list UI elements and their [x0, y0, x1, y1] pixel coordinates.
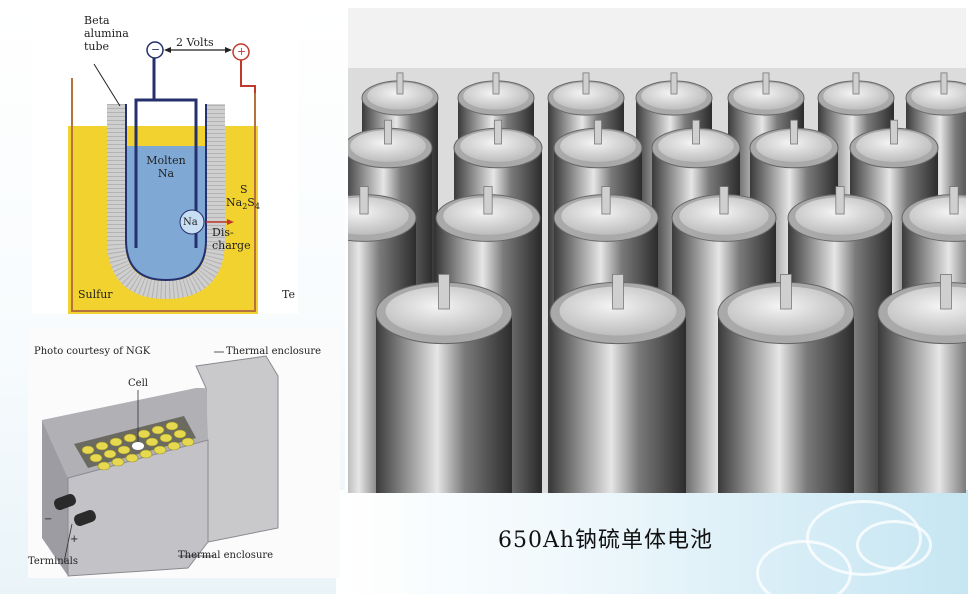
- cell-terminal-tab: [384, 119, 392, 145]
- cell-cap: [733, 82, 799, 110]
- battery-cells-graphic: [348, 8, 966, 493]
- cell-cap: [559, 286, 677, 336]
- cell-terminal-tab: [940, 72, 948, 95]
- tube-pointer: [93, 63, 121, 107]
- module-front: [67, 439, 209, 577]
- cell-diagram-graphic: [68, 41, 258, 314]
- cell-terminal-tab: [835, 186, 845, 215]
- cell-cap: [460, 130, 536, 162]
- cell-terminal-tab: [492, 72, 500, 95]
- tube-label: Beta alumina tube: [84, 14, 129, 53]
- cell-cap: [561, 197, 651, 235]
- plus-sign: +: [70, 534, 79, 545]
- cell-terminal-tab: [438, 273, 450, 310]
- thermal-enclosure-bottom-label: Thermal enclosure: [178, 550, 274, 561]
- cell-cap: [385, 286, 503, 336]
- sodium-vessel: [125, 104, 207, 282]
- cell-cap: [756, 130, 832, 162]
- battery-cells-photo: [348, 8, 966, 493]
- thermal-enclosure-top-label: Thermal enclosure: [226, 346, 322, 357]
- cell-terminal-tab: [692, 119, 700, 145]
- molten-sodium-label: Molten Na: [146, 154, 186, 180]
- decor-swirl: [856, 520, 932, 570]
- arrow-head-right-icon: [225, 47, 232, 53]
- cell-terminal-tab: [762, 72, 770, 95]
- sulfur-species-label: S Na2S4: [226, 183, 260, 212]
- cell-terminal-tab: [612, 273, 624, 310]
- discharge-label: Dis- charge: [212, 226, 251, 252]
- caption-background: [336, 490, 968, 606]
- cell-terminal-tab: [852, 72, 860, 95]
- positive-lead: [240, 60, 256, 93]
- cell-terminal-tab: [396, 72, 404, 95]
- cell-cylinders: [348, 72, 966, 493]
- cut-off-text: Te: [282, 288, 295, 301]
- cell-array: [81, 421, 195, 471]
- minus-sign: −: [44, 514, 53, 525]
- discharge-arrow-head-icon: [227, 219, 234, 225]
- cell-terminal-tab: [359, 186, 369, 215]
- cell-label: Cell: [128, 378, 148, 389]
- tube-texture: [107, 104, 225, 300]
- cell-terminal-tab: [582, 72, 590, 95]
- container-wall: [71, 78, 256, 312]
- cell-cap: [658, 130, 734, 162]
- cell-terminal-tab: [670, 72, 678, 95]
- terminals-label: Terminals: [28, 556, 79, 567]
- cell-cap: [795, 197, 885, 235]
- cell-terminal-tab: [940, 273, 952, 310]
- cell-terminal-tab: [601, 186, 611, 215]
- terminal-positive: [74, 510, 96, 526]
- molten-sodium: [126, 146, 206, 280]
- cell-cap: [679, 197, 769, 235]
- cell-cap: [367, 82, 433, 110]
- cell-cap: [463, 82, 529, 110]
- photo-top-light: [348, 8, 966, 68]
- decor-swirl: [756, 540, 852, 606]
- cell-terminal-tab: [594, 119, 602, 145]
- cell-cap: [856, 130, 932, 162]
- arrow-head-left-icon: [164, 47, 171, 53]
- cell-cap: [823, 82, 889, 110]
- cell-cap: [641, 82, 707, 110]
- cell-cap: [911, 82, 966, 110]
- cell-terminal-tab: [890, 119, 898, 145]
- cell-cap: [350, 130, 426, 162]
- ngk-module-diagram: Photo courtesy of NGK Thermal enclosure …: [28, 328, 340, 578]
- sodium-sulfur-cell-diagram: Beta alumina tube 2 Volts − + Molten Na …: [32, 8, 298, 314]
- cell-terminal-tab: [780, 273, 792, 310]
- photo-credit: Photo courtesy of NGK: [34, 346, 151, 357]
- terminal-pointer: [63, 523, 73, 563]
- cell-cap: [553, 82, 619, 110]
- cell-cap: [560, 130, 636, 162]
- voltage-label: 2 Volts: [176, 36, 214, 49]
- sodium-ion-label: Na: [183, 217, 198, 228]
- sodium-ion-icon: [179, 209, 205, 235]
- module-side-left: [42, 420, 68, 576]
- photo-caption: 650Ah钠硫单体电池: [498, 528, 714, 553]
- cell-cap: [443, 197, 533, 235]
- electrode-frame: [136, 98, 198, 248]
- cell-terminal-tab: [790, 119, 798, 145]
- module-diagram-graphic: [42, 351, 279, 577]
- negative-sign: −: [151, 43, 161, 56]
- cell-terminal-tab: [719, 186, 729, 215]
- cell-terminal-tab: [494, 119, 502, 145]
- positive-sign: +: [237, 45, 247, 58]
- negative-terminal-icon: [146, 41, 164, 59]
- highlighted-cell: [132, 442, 144, 450]
- cell-terminal-tab: [949, 186, 959, 215]
- sulfur-label: Sulfur: [78, 288, 113, 301]
- cell-cap: [727, 286, 845, 336]
- terminal-negative: [54, 494, 76, 510]
- cell-terminal-tab: [483, 186, 493, 215]
